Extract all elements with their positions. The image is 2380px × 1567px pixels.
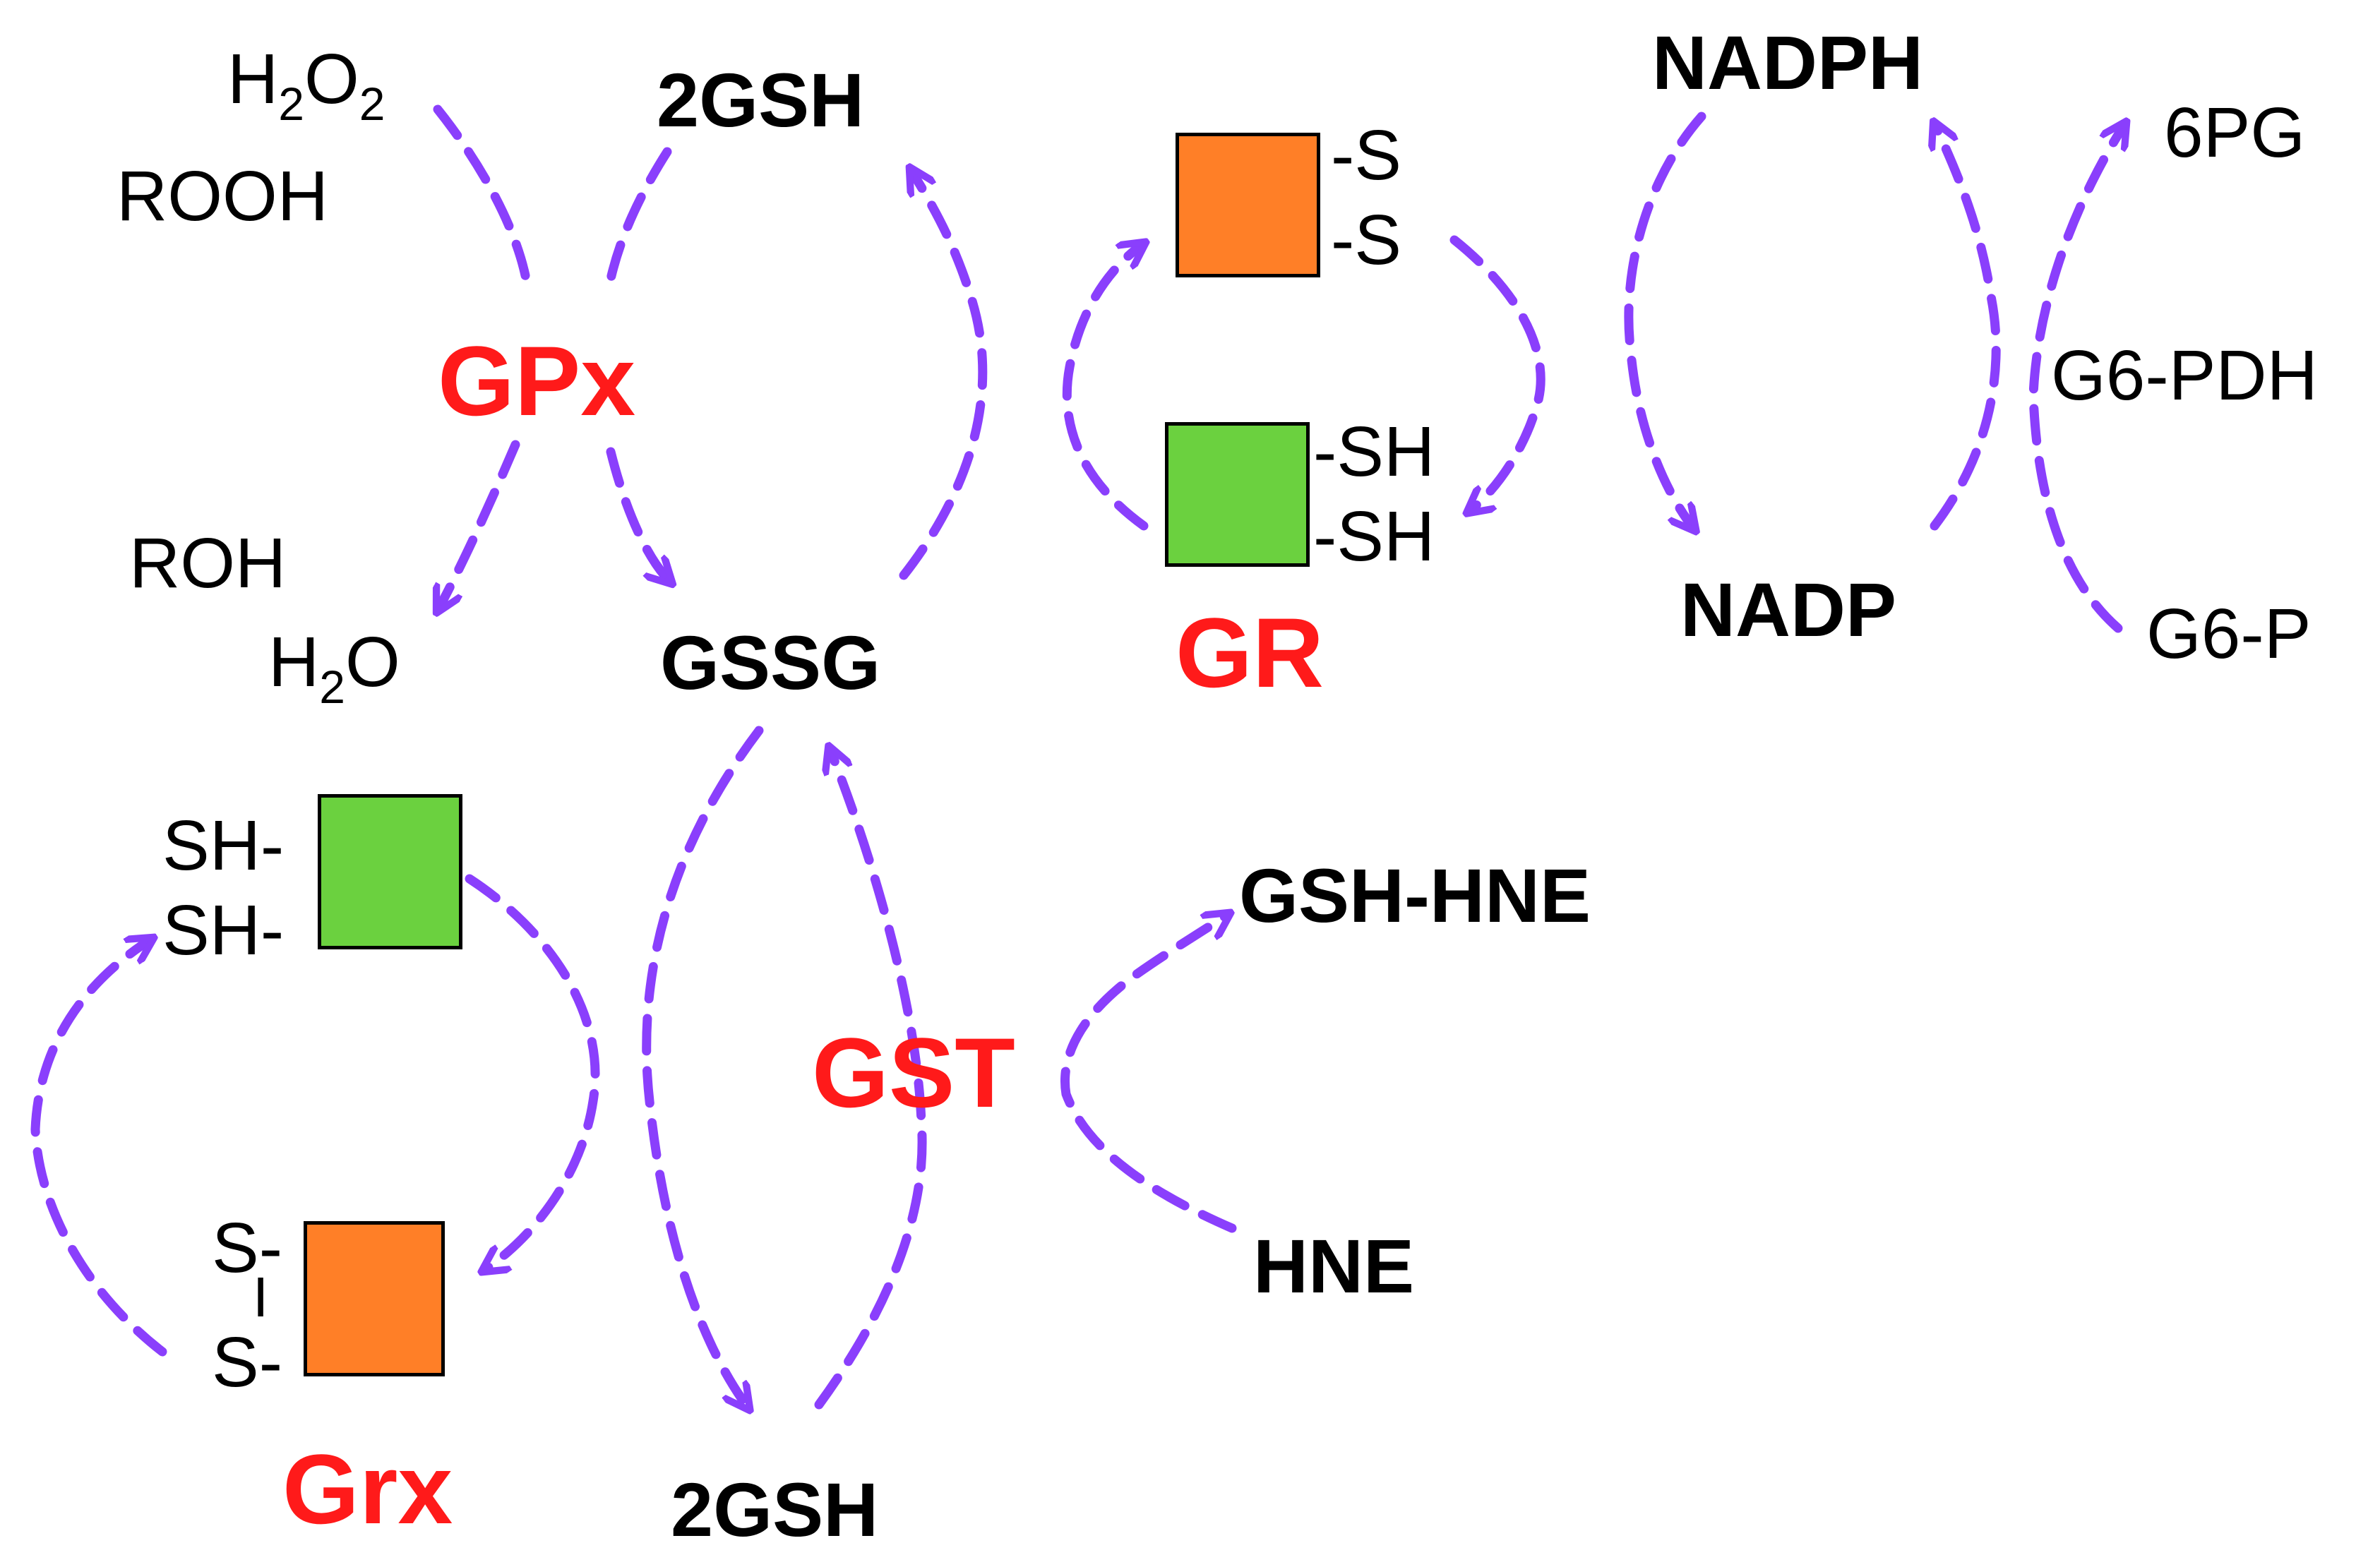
g6pdh-enzyme-label: G6-PDH	[2051, 336, 2318, 415]
nadph-label: NADPH	[1652, 20, 1924, 105]
grx-sh-bottom: SH-	[162, 891, 285, 970]
arrow-grx-reduced-to-oxidized	[465, 874, 600, 1271]
roh-label: ROH	[129, 524, 287, 603]
nadp-label: NADP	[1680, 567, 1897, 652]
gr-oxidized-enzyme-box	[1176, 133, 1320, 277]
arrow-2gsh-to-gssg-via-gst	[814, 748, 927, 1410]
grx-disulfide-bond: I	[253, 1266, 269, 1328]
6pg-label: 6PG	[2164, 93, 2306, 172]
gr-sh-top: -SH	[1313, 412, 1435, 491]
arrow-g6p-to-6pg	[2028, 124, 2125, 633]
arrow-h2o2-to-gpx	[433, 104, 531, 284]
grx-s-top: S-	[212, 1208, 282, 1287]
gsh-bottom-label: 2GSH	[671, 1467, 879, 1552]
g6p-label: G6-P	[2146, 594, 2312, 673]
arrow-gr-reduced-to-oxidized	[1062, 244, 1144, 531]
h2o-label: H2O	[268, 623, 400, 713]
h2o2-label: H2O2	[227, 40, 385, 130]
arrow-gpx-to-gssg	[606, 447, 671, 582]
grx-enzyme-label: Grx	[282, 1434, 453, 1544]
arrow-grx-oxidized-to-reduced	[30, 939, 167, 1357]
gpx-enzyme-label: GPx	[438, 325, 636, 436]
gr-s-top: -S	[1331, 116, 1401, 195]
grx-reduced-enzyme-box	[318, 794, 462, 949]
grx-s-bottom: S-	[212, 1323, 282, 1402]
arrow-gssg-to-2gsh-bottom	[642, 726, 764, 1408]
arrow-2gsh-to-gpx	[606, 147, 672, 284]
arrow-gr-oxidized-to-reduced	[1449, 235, 1545, 512]
gr-sh-bottom: -SH	[1313, 497, 1435, 576]
gst-enzyme-label: GST	[812, 1017, 1015, 1128]
gr-s-bottom: -S	[1331, 200, 1401, 280]
gsh-top-label: 2GSH	[657, 57, 865, 143]
gr-enzyme-label: GR	[1176, 597, 1324, 708]
arrow-gpx-to-h2o	[438, 440, 520, 611]
arrow-nadp-to-nadph	[1935, 124, 2001, 531]
arrow-gssg-to-2gsh-top	[899, 169, 988, 580]
arrow-hne-to-gsh-hne	[1060, 914, 1237, 1233]
gssg-label: GSSG	[660, 620, 881, 705]
hne-label: HNE	[1253, 1223, 1415, 1309]
grx-sh-top: SH-	[162, 806, 285, 885]
gr-reduced-enzyme-box	[1165, 422, 1310, 567]
grx-oxidized-enzyme-box	[304, 1221, 445, 1376]
rooh-label: ROOH	[116, 157, 328, 236]
arrow-nadph-to-nadp	[1624, 112, 1706, 529]
gsh-hne-label: GSH-HNE	[1239, 853, 1591, 938]
